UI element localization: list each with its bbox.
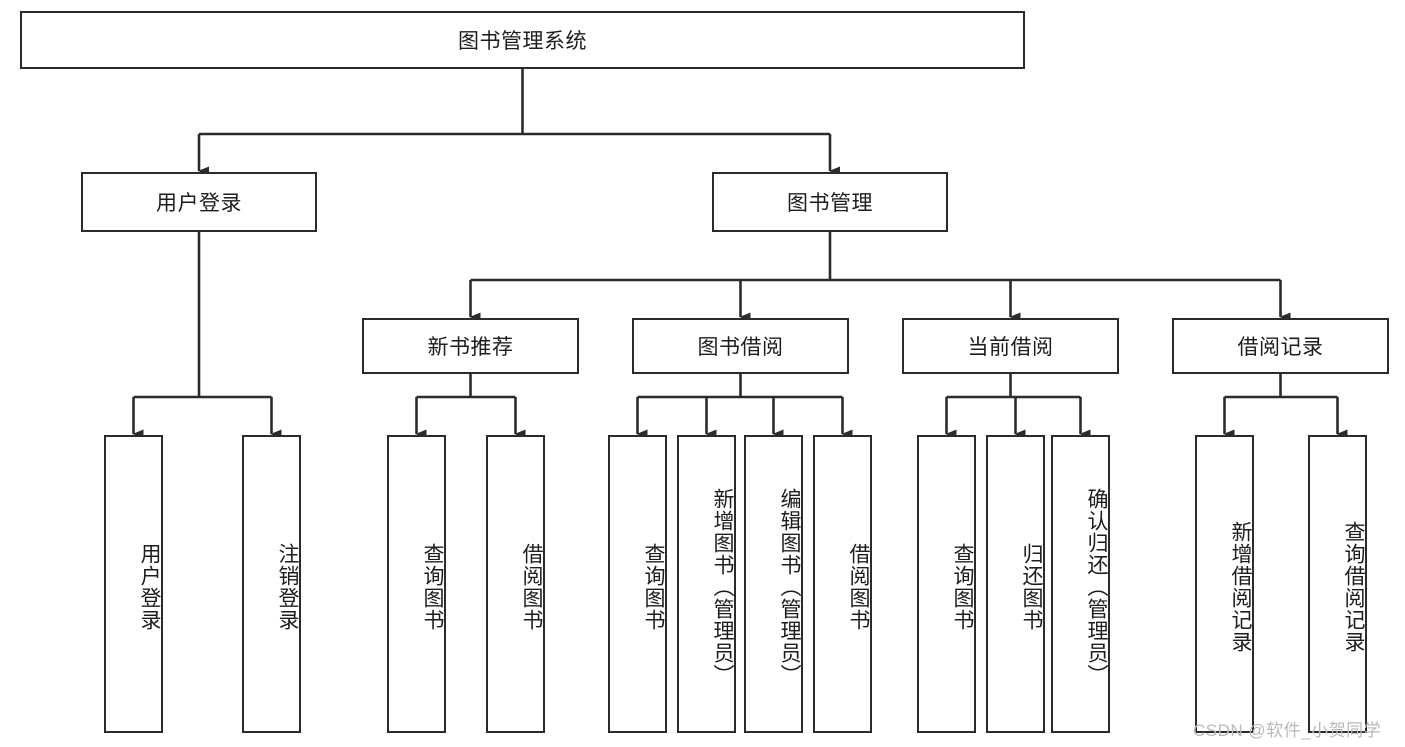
node-label: 图书管理 (787, 192, 873, 215)
node-label: 借阅图书 (520, 543, 543, 631)
node-label: 新书推荐 (427, 336, 514, 359)
node-label: 图书借阅 (697, 336, 784, 359)
csdn-watermark: CSDN @软件_小贺同学 (1193, 721, 1382, 740)
node-leaf-query-book-current: 查询图书 (917, 435, 976, 733)
node-leaf-confirm-return: 确认归还（管理员） (1051, 435, 1110, 733)
node-label: 查询图书 (642, 543, 665, 631)
node-leaf-add-record: 新增借阅记录 (1195, 435, 1254, 733)
node-label: 用户登录 (156, 192, 242, 215)
node-leaf-borrow-book: 借阅图书 (813, 435, 872, 733)
node-label: 用户登录 (138, 543, 161, 631)
node-login: 用户登录 (81, 172, 317, 232)
node-label: 当前借阅 (967, 336, 1054, 359)
node-label: 借阅图书 (847, 543, 870, 631)
node-label: 查询借阅记录 (1342, 521, 1365, 653)
node-leaf-query-book-borrow: 查询图书 (608, 435, 667, 733)
node-label: 查询图书 (421, 543, 444, 631)
node-leaf-query-record: 查询借阅记录 (1308, 435, 1367, 733)
node-label: 注销登录 (276, 543, 299, 631)
node-label: 确认归还（管理员） (1085, 488, 1108, 686)
node-label: 查询图书 (951, 543, 974, 631)
node-leaf-edit-book: 编辑图书（管理员） (744, 435, 803, 733)
node-leaf-borrow-book-new: 借阅图书 (486, 435, 545, 733)
node-records: 借阅记录 (1172, 318, 1389, 374)
node-borrow: 图书借阅 (632, 318, 849, 374)
node-leaf-return-book: 归还图书 (986, 435, 1045, 733)
node-label: 新增借阅记录 (1229, 521, 1252, 653)
node-current: 当前借阅 (902, 318, 1119, 374)
node-newbook: 新书推荐 (362, 318, 579, 374)
node-label: 编辑图书（管理员） (778, 488, 801, 686)
node-label: 归还图书 (1020, 543, 1043, 631)
node-label: 图书管理系统 (458, 30, 587, 53)
node-leaf-logout: 注销登录 (242, 435, 301, 733)
node-bookmgmt: 图书管理 (712, 172, 948, 232)
node-label: 新增图书（管理员） (711, 488, 734, 686)
node-label: 借阅记录 (1237, 336, 1324, 359)
node-leaf-user-login: 用户登录 (104, 435, 163, 733)
node-root: 图书管理系统 (20, 11, 1025, 69)
node-leaf-add-book: 新增图书（管理员） (677, 435, 736, 733)
node-leaf-query-book-new: 查询图书 (387, 435, 446, 733)
